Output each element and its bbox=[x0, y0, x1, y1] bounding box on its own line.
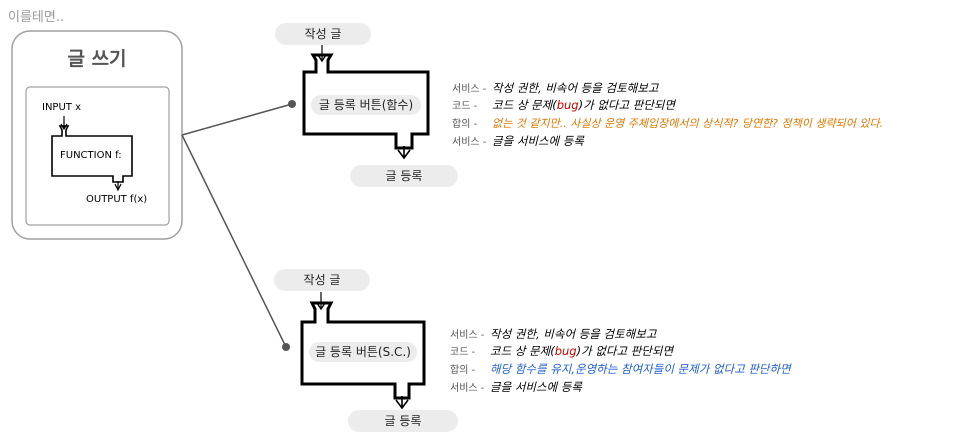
flow1-input-pill: 작성 글 bbox=[275, 23, 371, 45]
flow1-input-arrowhead bbox=[317, 54, 327, 63]
flow1-code-pre: 코드 상 문제( bbox=[492, 98, 557, 112]
flow2-output-arrowhead bbox=[395, 396, 409, 410]
flow2-code-key: 코드 - bbox=[450, 347, 476, 358]
flow2-service1-key: 서비스 - bbox=[450, 330, 485, 341]
flow2-service2-value: 글을 서비스에 등록 bbox=[490, 380, 582, 394]
flow2-code-post: )가 없다고 판단되면 bbox=[576, 344, 674, 358]
function-box-small bbox=[51, 125, 133, 183]
flow1-code-bug: bug bbox=[556, 98, 579, 112]
flow1-register-button[interactable]: 글 등록 버튼(함수) bbox=[311, 95, 421, 115]
flow1-output-pill: 글 등록 bbox=[350, 165, 458, 187]
input-x-label: INPUT x bbox=[42, 102, 81, 113]
flow1-output-arrowhead bbox=[397, 146, 411, 160]
output-fx-label: OUTPUT f(x) bbox=[86, 194, 148, 205]
flow2-input-pill: 작성 글 bbox=[274, 269, 370, 291]
flow2-output-pill: 글 등록 bbox=[348, 410, 458, 432]
writing-box-title: 글 쓰기 bbox=[67, 48, 127, 70]
connector-dot-1 bbox=[288, 100, 296, 108]
flow1-code-post: )가 없다고 판단되면 bbox=[578, 98, 676, 112]
flow2-input-arrowhead bbox=[316, 302, 326, 311]
flow2-consensus-value: 해당 함수를 유지,운영하는 참여자들이 문제가 없다고 판단하면 bbox=[490, 362, 791, 376]
flow1-code-value: 코드 상 문제(bug)가 없다고 판단되면 bbox=[492, 97, 675, 113]
flow2-service2-key: 서비스 - bbox=[450, 383, 485, 394]
connector-line-1 bbox=[181, 103, 293, 136]
output-arrow-small bbox=[114, 181, 122, 192]
flow2-code-bug: bug bbox=[554, 344, 577, 358]
flow1-service2-value: 글을 서비스에 등록 bbox=[492, 134, 584, 148]
flow2-register-button[interactable]: 글 등록 버튼(S.C.) bbox=[309, 342, 417, 362]
flow1-consensus-value: 없는 것 같지만.. 사실상 운영 주체입장에서의 상식적? 당연한? 정책이 … bbox=[492, 117, 884, 130]
intro-text: 이를테면.. bbox=[8, 10, 65, 25]
function-f-label: FUNCTION f: bbox=[60, 150, 122, 161]
flow1-service2-key: 서비스 - bbox=[452, 137, 487, 148]
flow1-code-key: 코드 - bbox=[452, 101, 478, 112]
flow2-service1-value: 작성 권한, 비속어 등을 검토해보고 bbox=[490, 327, 657, 341]
connector-line-2 bbox=[181, 134, 287, 348]
input-arrowhead-small bbox=[60, 123, 68, 131]
connector-dot-2 bbox=[282, 343, 290, 351]
flow1-service1-value: 작성 권한, 비속어 등을 검토해보고 bbox=[492, 81, 659, 95]
flow1-description: 서비스 - 작성 권한, 비속어 등을 검토해보고 코드 - 코드 상 문제(b… bbox=[452, 78, 962, 150]
flow2-code-pre: 코드 상 문제( bbox=[490, 344, 555, 358]
flow2-description: 서비스 - 작성 권한, 비속어 등을 검토해보고 코드 - 코드 상 문제(b… bbox=[450, 324, 960, 396]
flow1-service1-key: 서비스 - bbox=[452, 84, 487, 95]
flow1-consensus-key: 합의 - bbox=[452, 119, 478, 130]
flow2-consensus-key: 합의 - bbox=[450, 365, 476, 376]
flow2-code-value: 코드 상 문제(bug)가 없다고 판단되면 bbox=[490, 343, 673, 359]
